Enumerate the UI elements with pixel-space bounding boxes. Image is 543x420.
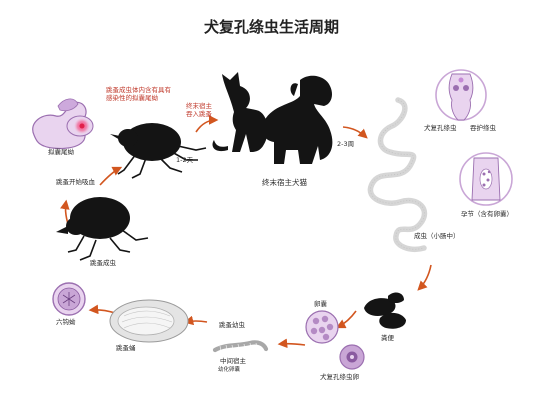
arrow-feces-to-egg (335, 310, 357, 329)
label-host-ingest: 终末宿主吞入跳蚤 (186, 102, 212, 119)
flea-with-larvae-silhouette (110, 123, 207, 179)
diagram-title: 犬复孔绦虫生活周期 (203, 18, 339, 36)
arrow-feeding-to-flea (99, 166, 123, 186)
label-oncosphere: 六钩蚴 (56, 318, 76, 326)
label-flea-larva: 跳蚤幼虫 (219, 321, 245, 329)
label-intermediate-host: 中间宿主 (220, 357, 246, 365)
tapeworm-egg-illustration (339, 344, 365, 370)
arrow-flea-to-host (195, 115, 219, 133)
oncosphere-illustration (52, 282, 86, 316)
label-weeks: 2-3周 (337, 140, 355, 148)
cat-silhouette (212, 72, 268, 152)
scolex-illustration (435, 69, 487, 121)
label-adult-flea: 跳蚤成虫 (90, 259, 116, 267)
flea-pupa-illustration (109, 299, 189, 343)
label-days: 1-2天 (176, 156, 194, 164)
label-scolex: 犬复孔绦虫 (424, 124, 457, 132)
cycle-arrows (60, 115, 432, 349)
label-flea-cysticercoid: 跳蚤成虫体内含有具有感染性的拟囊尾蚴 (106, 86, 171, 103)
label-cysticercoid: 拟囊尾蚴 (48, 148, 74, 156)
label-gravid-proglottid: 孕节（含有卵囊） (461, 210, 513, 218)
label-rostellum: 吞护绦虫 (470, 124, 496, 132)
label-flea-feeding: 跳蚤开始吸血 (56, 178, 95, 186)
label-adult-worm: 成虫（小肠中） (414, 232, 460, 240)
egg-capsule-illustration (305, 310, 339, 344)
arrow-egg-to-larva (277, 338, 306, 349)
adult-flea-silhouette (56, 197, 149, 261)
arrow-adult-to-feces (417, 264, 432, 291)
arrow-host-to-adult (342, 126, 368, 139)
feces-silhouette (364, 292, 406, 329)
cysticercoid-illustration (32, 98, 94, 150)
gravid-proglottid-illustration (459, 152, 513, 206)
dog-silhouette (261, 75, 333, 164)
flea-larva-illustration (212, 340, 269, 353)
label-egg-capsule: 卵囊 (314, 300, 327, 308)
label-tapeworm-egg: 犬复孔绦虫卵 (320, 373, 359, 381)
label-flea-pupa: 跳蚤蛹 (116, 344, 136, 352)
label-intermediate-host-sub: 幼化卵囊 (218, 367, 241, 373)
arrow-larva-to-pupa (183, 315, 208, 326)
arrow-pupa-to-oncosphere (88, 304, 116, 315)
adult-tapeworm-segments (370, 99, 425, 250)
label-feces: 粪便 (381, 334, 394, 342)
label-definitive-host: 终末宿主犬猫 (262, 178, 307, 187)
